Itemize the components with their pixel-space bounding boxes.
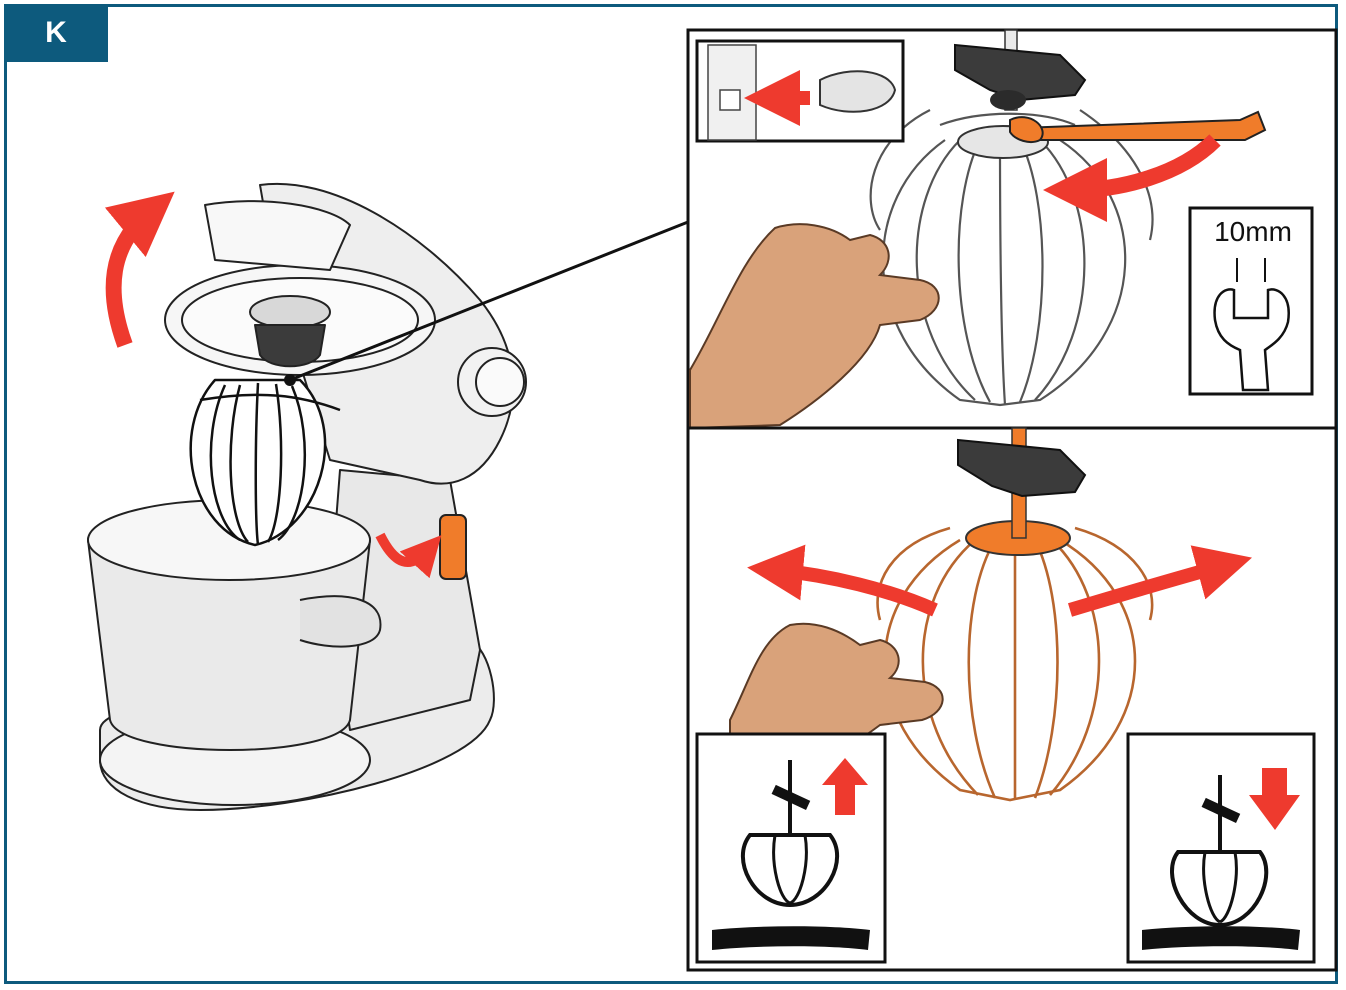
whisk-tighten-illustration: [686, 426, 1338, 972]
whisk-up-inset: [695, 732, 887, 964]
wrench-icon: [1213, 288, 1290, 392]
whisk-detach-illustration: [686, 28, 1338, 430]
arrow-down-icon: [1249, 768, 1300, 830]
wrench-size-label: 10mm: [1214, 216, 1292, 247]
nut-removal-inset: [695, 39, 905, 143]
lever-arrow-icon: [375, 532, 442, 579]
wrench-size-inset: [1188, 206, 1314, 396]
lift-head-arrow-icon: [104, 191, 175, 348]
callout-line: [289, 220, 689, 382]
arrow-up-icon: [822, 758, 868, 815]
whisk-down-inset: [1126, 732, 1316, 964]
panel-label: K: [4, 4, 108, 62]
rotate-left-arrow-icon: [747, 544, 938, 617]
rotate-right-arrow-icon: [1067, 545, 1253, 617]
rotate-arrow-icon: [1043, 134, 1221, 222]
stand-mixer-illustration: [87, 182, 527, 811]
